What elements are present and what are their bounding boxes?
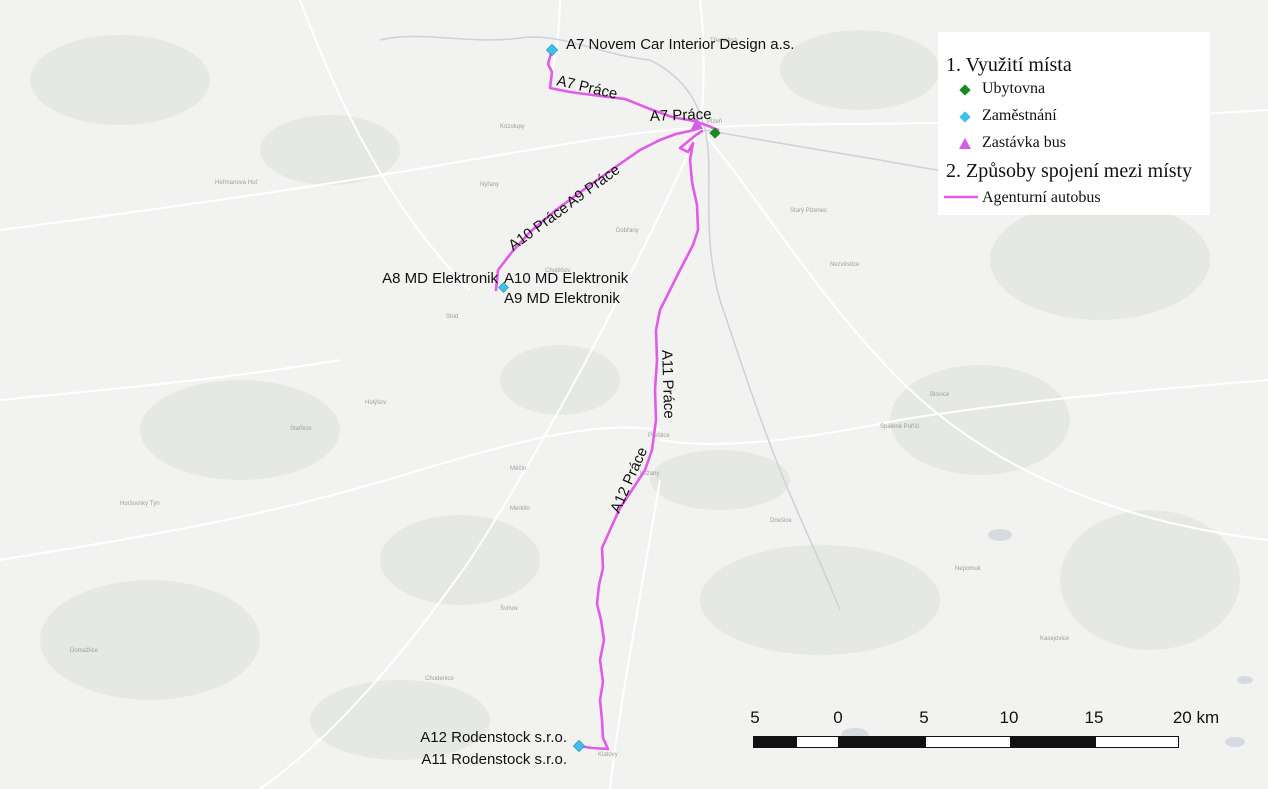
employment-marker[interactable] xyxy=(572,739,586,753)
town-label: Stod xyxy=(446,314,458,320)
scale-segment xyxy=(1010,736,1096,748)
scale-tick-label: 15 xyxy=(1084,708,1104,727)
town-label: Merklín xyxy=(510,506,530,512)
route-label-a11: A11 Práce xyxy=(658,350,677,419)
employment-marker[interactable] xyxy=(545,43,559,57)
place-label-a12-rodenstock: A12 Rodenstock s.r.o. xyxy=(420,729,567,746)
bus-stop-marker[interactable] xyxy=(691,118,703,129)
scale-segment xyxy=(925,736,1011,748)
legend-item-employment: Zaměstnání xyxy=(982,107,1057,124)
town-label: Kozolupy xyxy=(500,124,525,130)
route-a11-a12[interactable] xyxy=(577,129,704,751)
town-label: Spálené Poříčí xyxy=(880,424,920,430)
place-label-a10-md: A10 MD Elektronik xyxy=(504,270,629,287)
map-legend: 1. Využití místa Ubytovna Zaměstnání Zas… xyxy=(938,32,1210,215)
scale-segment xyxy=(796,736,839,748)
legend-swatch xyxy=(959,138,971,149)
scale-segment xyxy=(1095,736,1179,748)
town-label: Nezvěstice xyxy=(830,262,860,268)
town-label: Kasejovice xyxy=(1040,636,1070,642)
town-label: Domažlice xyxy=(70,648,99,654)
employment-marker[interactable] xyxy=(498,282,509,293)
legend-item-agency-bus: Agenturní autobus xyxy=(982,189,1101,206)
town-label: Chudenice xyxy=(425,676,454,682)
town-label: Holýšov xyxy=(365,400,386,406)
place-label-a9-md: A9 MD Elektronik xyxy=(504,290,620,307)
accommodation-marker[interactable] xyxy=(709,127,721,139)
legend-route-line-icon xyxy=(944,195,978,199)
scale-bar: 5 0 5 10 15 20 km xyxy=(740,708,1220,758)
town-label: Staňkov xyxy=(290,426,312,432)
town-label: Nýřany xyxy=(480,182,499,188)
legend-swatch xyxy=(959,84,971,96)
legend-section-title-usage: 1. Využití místa xyxy=(946,54,1072,76)
town-label: Heřmanova Huť xyxy=(215,180,258,186)
legend-section-title-connections: 2. Způsoby spojení mezi místy xyxy=(946,160,1193,182)
town-label: Měčín xyxy=(510,466,526,472)
scale-tick-label: 10 xyxy=(999,708,1019,727)
scale-segment xyxy=(838,736,926,748)
town-label: Lužany xyxy=(640,471,659,477)
poi-markers xyxy=(498,43,721,753)
route-a9-a10[interactable] xyxy=(494,126,702,292)
town-label: Nepomuk xyxy=(955,566,982,572)
route-label-a7-2: A7 Práce xyxy=(650,106,712,125)
legend-bus-stop-triangle-icon xyxy=(959,138,971,149)
town-label: Třemošná xyxy=(710,38,738,44)
forest-patches xyxy=(30,30,1240,760)
legend-accommodation-diamond-icon xyxy=(959,84,971,96)
legend-swatch xyxy=(959,111,971,123)
scale-tick-label: 5 xyxy=(919,708,929,727)
legend-item-accommodation: Ubytovna xyxy=(982,80,1046,97)
town-label: Švihov xyxy=(500,605,518,612)
town-label: Chotěšov xyxy=(545,268,570,274)
legend-employment-diamond-icon xyxy=(959,111,971,123)
basemap-town-labels: Plzeň Nýřany Stod Přeštice Klatovy Nepom… xyxy=(70,38,1070,758)
scale-tick-label: 20 km xyxy=(1172,708,1220,727)
place-label-a8-md: A8 MD Elektronik xyxy=(382,270,498,287)
scale-tick-label: 0 xyxy=(833,708,843,727)
place-label-a11-rodenstock: A11 Rodenstock s.r.o. xyxy=(421,751,567,768)
scale-segment xyxy=(753,736,797,748)
place-label-a7-novem: A7 Novem Car Interior Design a.s. xyxy=(566,36,794,53)
legend-item-bus-stop: Zastávka bus xyxy=(982,134,1066,151)
town-label: Přeštice xyxy=(648,433,670,439)
town-label: Dnešice xyxy=(770,518,792,524)
town-label: Blovice xyxy=(930,392,950,398)
scale-tick-label: 5 xyxy=(750,708,760,727)
town-label: Klatovy xyxy=(598,752,618,758)
town-label: Starý Plzenec xyxy=(790,208,827,214)
poi-labels: A7 Novem Car Interior Design a.s. A8 MD … xyxy=(382,36,794,768)
town-label: Dobřany xyxy=(616,228,639,234)
town-label: Horšovský Týn xyxy=(120,501,160,507)
town-label: Plzeň xyxy=(707,119,722,125)
